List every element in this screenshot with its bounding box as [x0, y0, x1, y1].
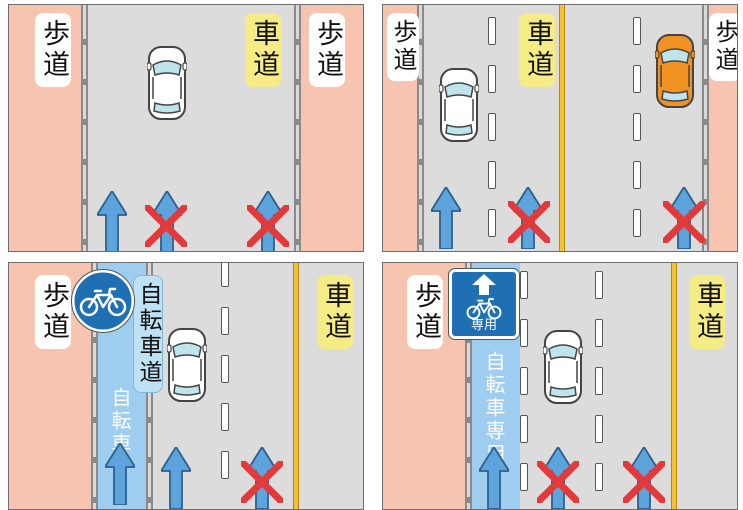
up-arrow-icon — [479, 447, 509, 509]
red-x-icon — [508, 201, 550, 243]
bicycle-icon — [466, 298, 502, 320]
bike-lane-edge — [520, 263, 528, 509]
lane-dash-left — [488, 5, 496, 251]
panel-bicycle-track: 歩道 自転車道 自転車 車道 — [8, 262, 364, 510]
panel-bicycle-only-lane: 歩道 自転車専用 車道 専用 — [382, 262, 738, 510]
sidewalk-label: 歩道 — [387, 13, 419, 81]
up-arrow-icon — [431, 187, 461, 249]
car-icon — [543, 330, 583, 404]
panel-multi-lane-roadway: 歩道 車道 歩道 — [382, 4, 738, 252]
sidewalk-label-right: 歩道 — [309, 13, 345, 87]
sidewalk-label: 歩道 — [35, 13, 71, 87]
center-line — [671, 263, 677, 509]
car-icon-orange — [655, 34, 695, 108]
curb-left — [81, 5, 88, 251]
bike-lane-road-text: 自転車専用 — [482, 351, 506, 466]
curb-left — [465, 263, 472, 509]
sidewalk-label: 歩道 — [407, 275, 443, 349]
red-x-icon — [145, 205, 187, 247]
sidewalk-label: 歩道 — [35, 275, 71, 349]
bicycle-sign-icon — [71, 269, 135, 333]
red-x-icon — [247, 205, 289, 247]
center-line — [293, 263, 299, 509]
curb-left — [417, 5, 424, 251]
car-icon — [167, 328, 207, 402]
up-arrow-icon — [161, 447, 191, 509]
lane-dash — [221, 263, 229, 509]
center-line — [559, 5, 565, 251]
lane-dash-right — [633, 5, 641, 251]
curb-right — [702, 5, 709, 251]
car-icon — [439, 68, 479, 142]
up-arrow-icon — [472, 274, 496, 295]
up-arrow-icon — [97, 191, 127, 251]
lane-dash — [595, 263, 603, 509]
roadway-label: 車道 — [519, 13, 555, 87]
red-x-icon — [241, 461, 283, 503]
roadway-label: 車道 — [245, 13, 281, 87]
red-x-icon — [663, 201, 705, 243]
red-x-icon — [537, 461, 579, 503]
roadway-label: 車道 — [689, 275, 725, 349]
car-icon — [147, 46, 187, 120]
sign-text: 専用 — [470, 318, 497, 333]
up-arrow-icon — [105, 443, 135, 505]
curb-left — [91, 263, 98, 509]
bicycle-only-sign-icon: 専用 — [448, 268, 520, 340]
curb-right — [294, 5, 301, 251]
bike-track-label: 自転車道 — [133, 275, 163, 393]
red-x-icon — [623, 461, 665, 503]
sidewalk-label-right: 歩道 — [709, 13, 737, 81]
roadway-label: 車道 — [317, 275, 353, 349]
panel-sidewalk-roadway: 歩道 車道 歩道 — [8, 4, 364, 252]
